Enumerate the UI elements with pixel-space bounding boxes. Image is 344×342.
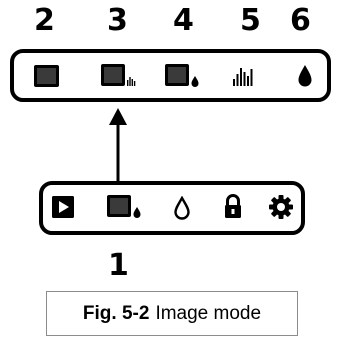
play-icon[interactable] (52, 196, 74, 218)
mode-number-2: 2 (34, 3, 55, 38)
screen-drop-icon[interactable] (107, 194, 143, 220)
figure-title: Image mode (155, 302, 262, 324)
toolbar-panel (39, 181, 305, 235)
drop-outline-icon[interactable] (173, 196, 191, 220)
screen-drop-icon[interactable] (165, 63, 201, 89)
drop-filled-icon[interactable] (297, 64, 313, 88)
lock-icon[interactable] (223, 194, 243, 220)
mode-number-6: 6 (290, 3, 311, 38)
mode-number-5: 5 (240, 3, 261, 38)
figure-number: Fig. 5-2 (82, 302, 150, 324)
histogram-icon[interactable] (232, 63, 256, 89)
mode-number-1: 1 (108, 248, 129, 283)
gear-icon[interactable] (268, 194, 294, 220)
mode-number-4: 4 (173, 3, 194, 38)
screen-icon[interactable] (34, 64, 60, 88)
mode-options-panel (10, 49, 331, 102)
screen-histogram-icon[interactable] (101, 63, 137, 89)
mode-number-3: 3 (107, 3, 128, 38)
